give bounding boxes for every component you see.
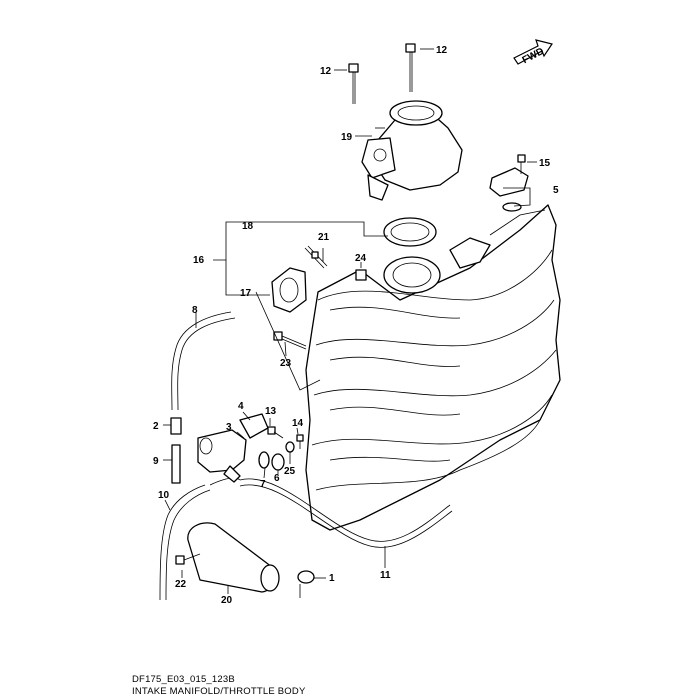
callout-24: 24 [355, 253, 367, 264]
callout-15: 15 [539, 158, 551, 169]
callout-9: 9 [153, 456, 159, 467]
throttle-gasket [383, 217, 437, 247]
callout-3: 3 [226, 422, 232, 433]
stud-21 [304, 245, 328, 269]
hose-8 [171, 311, 236, 411]
fitting-2 [170, 417, 182, 435]
flange-gasket [271, 267, 307, 313]
callout-1: 1 [329, 573, 335, 584]
intake-manifold [305, 204, 561, 531]
bolt-12-left [348, 63, 359, 104]
callout-6: 6 [274, 473, 280, 484]
throttle-body [361, 100, 463, 201]
diagram-title: INTAKE MANIFOLD/THROTTLE BODY [132, 686, 306, 697]
bolt-12-right [405, 43, 416, 92]
hose-9 [171, 444, 181, 484]
bolt-13 [267, 426, 284, 439]
callout-16: 16 [193, 255, 205, 266]
diagram-code: DF175_E03_015_123B [132, 674, 235, 685]
callout-25: 25 [284, 466, 296, 477]
bolt-15 [517, 154, 526, 174]
callout-12-right: 12 [436, 45, 448, 56]
callout-19: 19 [341, 132, 353, 143]
grommet-6 [271, 453, 285, 471]
callout-23: 23 [280, 358, 292, 369]
callout-11: 11 [380, 570, 391, 581]
bolt-23 [273, 331, 307, 350]
callout-10: 10 [158, 490, 170, 501]
callout-22: 22 [175, 579, 187, 590]
solenoid-valve [197, 429, 247, 483]
callout-8: 8 [192, 305, 198, 316]
callout-20: 20 [221, 595, 233, 606]
fwd-label: FWD [521, 46, 546, 66]
bracket-4 [239, 413, 269, 439]
callout-21: 21 [318, 232, 330, 243]
nut-24 [355, 269, 367, 281]
callout-4: 4 [238, 401, 244, 412]
callout-5: 5 [553, 185, 559, 196]
callout-14: 14 [292, 418, 304, 429]
callout-7: 7 [260, 479, 266, 490]
callout-2: 2 [153, 421, 159, 432]
callout-18: 18 [242, 221, 254, 232]
callout-13: 13 [265, 406, 277, 417]
bolt-14 [296, 434, 304, 449]
hose-10 [159, 484, 211, 601]
washer-25 [285, 441, 295, 453]
collar-7 [258, 451, 270, 469]
callout-17: 17 [240, 288, 252, 299]
fuel-filter [175, 522, 280, 593]
map-sensor [489, 167, 529, 212]
fwd-arrow-icon: FWD [513, 39, 553, 66]
hose-clamp [297, 570, 315, 598]
callout-12-left: 12 [320, 66, 332, 77]
